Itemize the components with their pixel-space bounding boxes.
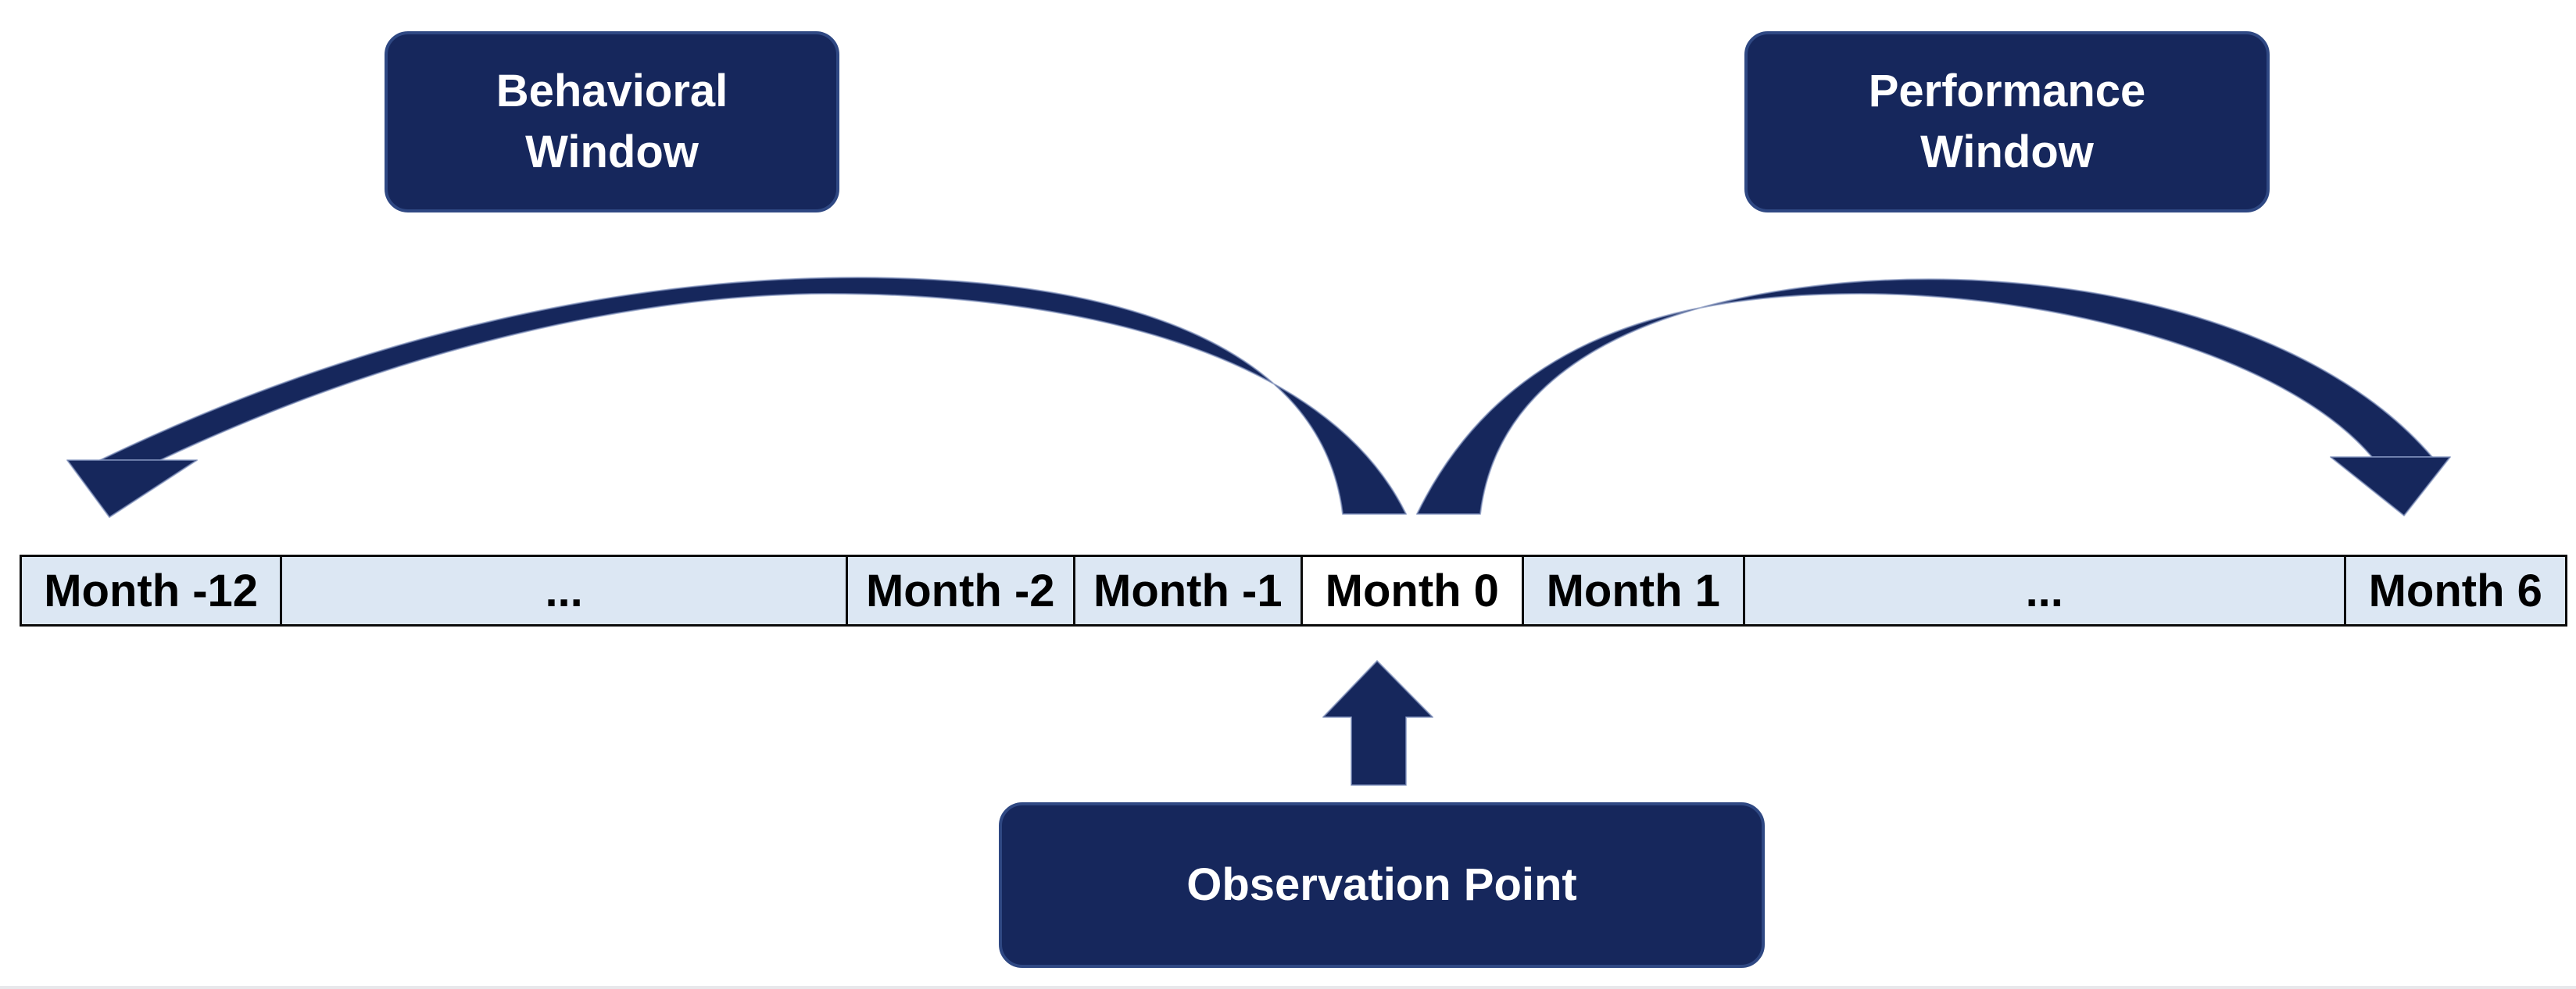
timeline-cell-month-6: Month 6	[2343, 557, 2565, 624]
performance-window-label-line1: Performance	[1868, 65, 2146, 116]
observation-point-box: Observation Point	[999, 802, 1765, 968]
performance-window-label-line2: Window	[1920, 127, 2094, 177]
timeline-cell-month--12: Month -12	[22, 557, 281, 624]
performance-window-arrowhead-icon	[2330, 456, 2451, 516]
observation-point-label: Observation Point	[1186, 859, 1577, 910]
behavioral-window-label-line1: Behavioral	[496, 65, 728, 116]
behavioral-window-curved-arrow-icon	[99, 277, 1407, 515]
performance-window-box: Performance Window	[1744, 31, 2270, 212]
observation-point-up-arrow-icon	[1322, 660, 1433, 786]
timeline-cell-month--1: Month -1	[1072, 557, 1301, 624]
behavioral-window-box: Behavioral Window	[385, 31, 839, 212]
timeline-cell--: ...	[280, 557, 846, 624]
timeline-cell-month--2: Month -2	[845, 557, 1073, 624]
timeline-cell-month-0: Month 0	[1301, 557, 1522, 624]
timeline-cell-month-1: Month 1	[1521, 557, 1743, 624]
performance-window-curved-arrow-icon	[1416, 278, 2433, 515]
behavioral-window-label-line2: Window	[525, 127, 699, 177]
timeline-cell--: ...	[1742, 557, 2344, 624]
behavioral-window-arrowhead-icon	[66, 459, 198, 518]
bottom-edge-line	[0, 986, 2576, 989]
